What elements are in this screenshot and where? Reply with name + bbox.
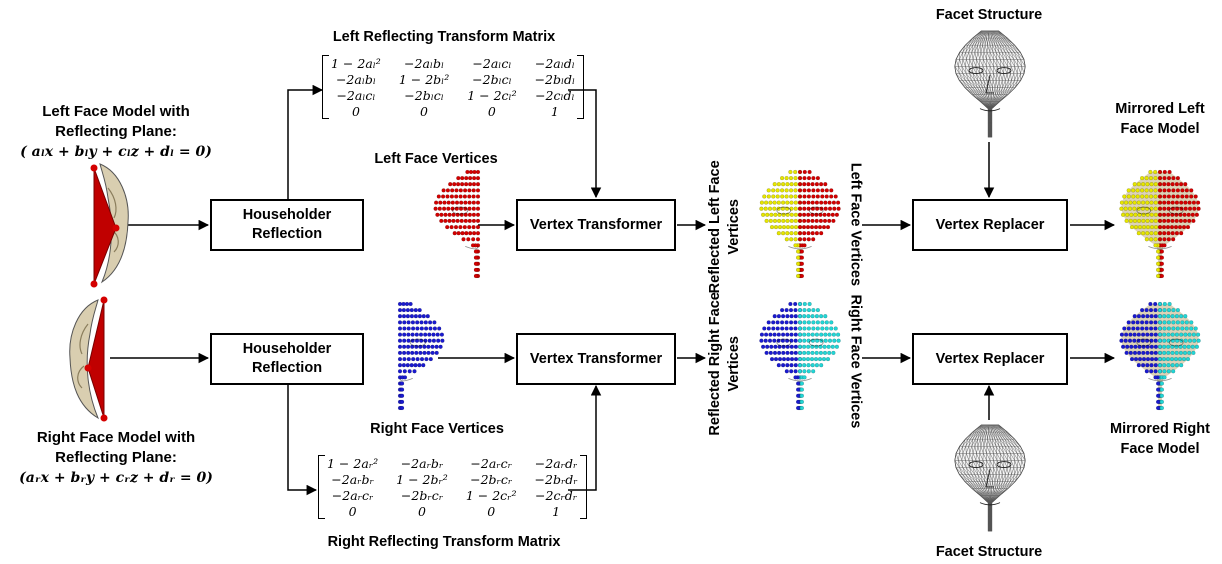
right-face-vertices-image: [397, 301, 445, 411]
householder-reflection-top-box: Householder Reflection: [210, 199, 364, 251]
left-face-vertices-vertical-label: Left Face Vertices: [847, 162, 864, 287]
householder-bottom-line-2: Reflection: [251, 360, 323, 376]
reflected-right-vertical-label: Reflected Right Face Vertices: [706, 287, 744, 441]
vertex-replacer-top-box: Vertex Replacer: [912, 199, 1068, 251]
householder-top-line-2: Reflection: [251, 226, 323, 242]
reflected-left-face-vertices-image: [759, 169, 841, 279]
mirrored-left-line-2: Face Model: [1120, 120, 1200, 137]
reflected-left-vertical-label: Reflected Left Face Vertices: [706, 150, 744, 304]
householder-top-line-1: Householder: [242, 207, 332, 224]
mirrored-right-line-2: Face Model: [1120, 440, 1200, 457]
reflected-left-line-1: Reflected Left Face: [707, 160, 724, 294]
left-matrix-title: Left Reflecting Transform Matrix: [332, 29, 556, 45]
left-face-vertices-image: [433, 169, 481, 279]
right-face-vertices-vertical-label: Right Face Vertices: [847, 294, 864, 429]
reflected-left-line-2: Vertices: [726, 199, 742, 255]
right-model-title-line-1: Right Face Model with: [36, 429, 196, 446]
right-face-vertices-label: Right Face Vertices: [370, 421, 504, 437]
mirrored-left-label: Mirrored Left Face Model: [1098, 100, 1222, 139]
mirrored-right-line-1: Mirrored Right: [1110, 421, 1210, 437]
left-model-title-line-2: Reflecting Plane:: [55, 123, 177, 141]
arrow-right-matrix-to-transformer: [568, 384, 602, 491]
mirrored-left-line-1: Mirrored Left: [1115, 101, 1205, 117]
reflected-right-face-vertices-image: [759, 301, 841, 411]
right-matrix-title: Right Reflecting Transform Matrix: [327, 534, 561, 550]
reflected-right-line-2: Vertices: [726, 336, 742, 392]
left-plane-equation: ( aₗx + bₗy + cₗz + dₗ = 0): [20, 143, 212, 160]
vertex-transformer-top-label: Vertex Transformer: [529, 216, 663, 233]
householder-bottom-line-1: Householder: [242, 341, 332, 358]
arrow-householder-to-right-matrix: [287, 385, 318, 496]
facet-structure-top-image: [954, 30, 1026, 138]
mirrored-right-face-model-image: [1119, 301, 1201, 411]
right-matrix-close-bracket: [579, 455, 587, 519]
arrow-householder-to-left-matrix: [287, 84, 324, 199]
right-face-model-label: Right Face Model with Reflecting Plane: …: [0, 428, 232, 487]
right-plane-equation: (aᵣx + bᵣy + cᵣz + dᵣ = 0): [19, 469, 213, 486]
vertex-transformer-bottom-label: Vertex Transformer: [529, 350, 663, 367]
facet-structure-top-label: Facet Structure: [935, 7, 1043, 23]
vertex-transformer-top-box: Vertex Transformer: [516, 199, 676, 251]
left-matrix-open-bracket: [322, 55, 329, 119]
left-model-title-line-1: Left Face Model with: [42, 103, 190, 120]
householder-reflection-bottom-box: Householder Reflection: [210, 333, 364, 385]
arrow-left-matrix-to-transformer: [568, 89, 602, 199]
vertex-replacer-top-label: Vertex Replacer: [935, 216, 1045, 233]
right-model-title-line-2: Reflecting Plane:: [55, 449, 177, 467]
mirrored-right-label: Mirrored Right Face Model: [1098, 420, 1222, 459]
left-matrix-close-bracket: [577, 55, 585, 119]
right-matrix-open-bracket: [318, 455, 325, 519]
vertex-replacer-bottom-label: Vertex Replacer: [935, 350, 1045, 367]
right-face-model-image: [69, 296, 108, 422]
facet-structure-bottom-label: Facet Structure: [935, 544, 1043, 560]
mirrored-left-face-model-image: [1119, 169, 1201, 279]
vertex-replacer-bottom-box: Vertex Replacer: [912, 333, 1068, 385]
facet-structure-bottom-image: [954, 424, 1026, 532]
left-face-model-label: Left Face Model with Reflecting Plane: (…: [0, 102, 232, 161]
left-face-model-image: [90, 163, 129, 288]
reflected-right-line-1: Reflected Right Face: [707, 292, 724, 436]
vertex-transformer-bottom-box: Vertex Transformer: [516, 333, 676, 385]
left-face-vertices-label: Left Face Vertices: [374, 151, 498, 167]
